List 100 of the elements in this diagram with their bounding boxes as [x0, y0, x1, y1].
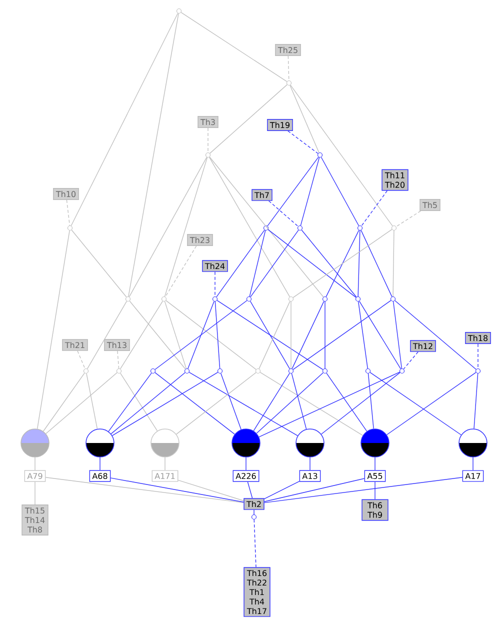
- lattice-line: [394, 300, 476, 370]
- attribute-label: Th15 Th14 Th8: [22, 504, 48, 536]
- object-label: A226: [232, 470, 260, 482]
- lattice-line: [120, 300, 163, 370]
- lattice-line: [154, 372, 235, 435]
- concept-point: [67, 225, 73, 231]
- lattice-line: [374, 457, 376, 471]
- lattice-line: [34, 457, 36, 470]
- lattice-line: [42, 372, 85, 432]
- concept-point: [288, 296, 294, 302]
- concept-point: [116, 368, 122, 374]
- lattice-line: [166, 300, 256, 370]
- attribute-label: Th21: [62, 339, 88, 351]
- leader-line: [164, 246, 197, 298]
- lattice-line: [264, 477, 463, 504]
- lattice-line: [256, 372, 324, 434]
- leader-line: [403, 352, 418, 370]
- attribute-label: Th2: [244, 498, 264, 510]
- lattice-line: [290, 85, 320, 153]
- lattice-line: [258, 372, 400, 438]
- concept-point: [125, 296, 131, 302]
- concept-point: [212, 296, 218, 302]
- concept-point: [365, 368, 371, 374]
- lattice-line: [220, 373, 242, 430]
- concept-point: [263, 225, 269, 231]
- lattice-line: [290, 84, 393, 226]
- lattice-line: [188, 372, 298, 436]
- object-circle: [458, 428, 488, 458]
- concept-point: [246, 296, 252, 302]
- lattice-line: [250, 300, 290, 370]
- object-circle: [20, 428, 50, 458]
- lattice-line: [164, 457, 166, 471]
- lattice-line: [370, 372, 462, 436]
- object-circle: [86, 428, 114, 458]
- lattice-line: [112, 372, 218, 436]
- object-circle: [296, 428, 324, 458]
- leader-line: [214, 272, 216, 297]
- lattice-line: [392, 301, 402, 369]
- lattice-line: [46, 372, 118, 434]
- attribute-label: Th23: [187, 234, 213, 246]
- attribute-label: Th16 Th22 Th1 Th4 Th17: [244, 567, 270, 617]
- lattice-line: [253, 372, 290, 432]
- attribute-label: Th12: [410, 340, 436, 352]
- concept-point: [251, 514, 257, 520]
- lattice-line: [214, 301, 220, 369]
- lattice-line: [110, 478, 244, 502]
- lattice-line: [216, 230, 265, 298]
- leader-line: [361, 190, 388, 226]
- object-label: A55: [364, 470, 386, 482]
- lattice-line: [209, 156, 324, 298]
- lattice-line: [128, 13, 179, 297]
- lattice-line: [210, 84, 288, 154]
- object-label: A68: [89, 470, 111, 482]
- concept-point: [297, 225, 303, 231]
- lattice-line: [292, 229, 392, 298]
- concept-point: [322, 368, 328, 374]
- lattice-line: [250, 230, 299, 298]
- lattice-line: [70, 12, 178, 226]
- attribute-label: Th18: [465, 332, 491, 344]
- lattice-line: [267, 156, 319, 226]
- lattice-line: [247, 482, 253, 498]
- lattice-line: [180, 12, 288, 82]
- lattice-line: [324, 301, 326, 369]
- lattice-line: [374, 481, 376, 500]
- lattice-line: [249, 230, 266, 297]
- attribute-label: Th13: [104, 339, 130, 351]
- concept-point: [161, 296, 167, 302]
- object-label: A13: [299, 470, 321, 482]
- lattice-line: [216, 300, 324, 370]
- lattice-line: [301, 230, 357, 298]
- object-label: A17: [462, 470, 484, 482]
- lattice-line: [178, 480, 244, 502]
- lattice-line: [188, 301, 214, 369]
- lattice-line: [120, 372, 158, 432]
- lattice-line: [71, 230, 127, 298]
- concept-point: [391, 225, 397, 231]
- leader-line: [268, 200, 298, 227]
- lattice-line: [164, 301, 187, 369]
- lattice-line: [472, 457, 474, 471]
- concept-point: [355, 296, 361, 302]
- lattice-line: [164, 157, 208, 297]
- attribute-label: Th24: [202, 260, 228, 272]
- attribute-label: Th11 Th20: [382, 169, 408, 191]
- lattice-line: [268, 229, 356, 298]
- lattice-line: [264, 480, 300, 500]
- leader-line: [396, 210, 422, 227]
- lattice-line: [291, 373, 307, 430]
- leader-line: [288, 130, 318, 154]
- attribute-label: Th5: [420, 199, 440, 211]
- concept-point: [317, 152, 323, 158]
- concept-point: [217, 368, 223, 374]
- object-label: A79: [24, 470, 46, 482]
- lattice-line: [260, 372, 364, 436]
- lattice-line: [86, 373, 98, 430]
- concept-point: [205, 152, 211, 158]
- leader-line: [254, 519, 256, 568]
- lattice-line: [386, 372, 476, 436]
- lattice-line: [176, 372, 256, 435]
- concept-point: [475, 368, 481, 374]
- lattice-line: [360, 230, 392, 298]
